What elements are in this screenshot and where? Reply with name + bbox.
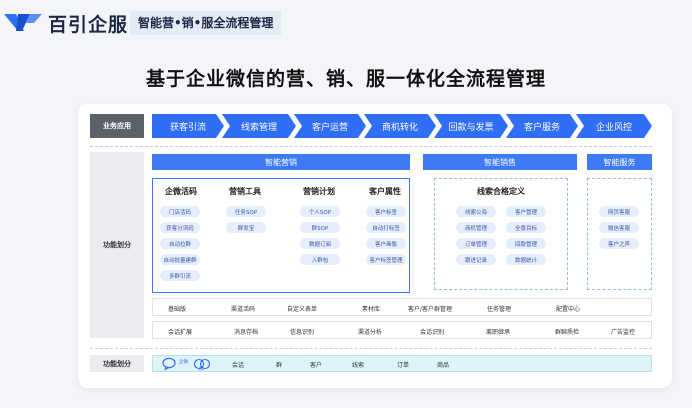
section-service: 智能服务 <box>587 154 652 170</box>
process-step[interactable]: 客户运营 <box>294 114 366 138</box>
feature-pill[interactable]: 入群包 <box>300 254 340 265</box>
column-title: 营销计划 <box>303 187 335 196</box>
feature-pill[interactable]: 客户之声 <box>599 238 639 249</box>
sales-group <box>434 178 568 290</box>
feature-pill[interactable]: 商机管理 <box>456 222 496 233</box>
feature-pill[interactable]: 线索公海 <box>456 206 496 217</box>
feature-pill[interactable]: 客户管理 <box>506 206 546 217</box>
process-step[interactable]: 获客引流 <box>152 114 224 138</box>
base-row-1 <box>152 298 652 316</box>
feature-pill[interactable]: 自动批量建群 <box>160 254 200 265</box>
feature-pill[interactable]: 群SOP <box>300 222 340 233</box>
base-item: 渠道分析 <box>358 329 383 336</box>
feature-pill[interactable]: 微信客服 <box>599 222 639 233</box>
base-item: 信息识别 <box>290 329 315 336</box>
base-item: 广告监控 <box>611 329 636 336</box>
section-marketing: 智能营销 <box>152 154 410 170</box>
chat-bubble-icon <box>162 357 176 370</box>
feature-pill[interactable]: 群发宝 <box>226 222 266 233</box>
feature-pill[interactable]: 多群引流 <box>160 270 200 281</box>
service-group <box>587 178 652 290</box>
feature-pill[interactable]: 个人SOP <box>300 206 340 217</box>
foundation-item: 群 <box>276 362 283 369</box>
feature-pill[interactable]: 数据统计 <box>506 254 546 265</box>
feature-pill[interactable]: 自动打标签 <box>366 222 406 233</box>
base-item: 会话扩展 <box>168 329 193 336</box>
base-item: 任务管理 <box>487 306 512 313</box>
process-step[interactable]: 商机转化 <box>364 114 436 138</box>
brand: 百引企服 <box>4 8 128 38</box>
feature-pill[interactable]: 全景目标 <box>506 222 546 233</box>
column-title: 企微活码 <box>165 187 197 196</box>
feature-pill[interactable]: 网页客服 <box>599 206 639 217</box>
feature-pill[interactable]: 任务SOP <box>226 206 266 217</box>
brand-name: 百引企服 <box>48 13 129 36</box>
process-step[interactable]: 回款与发票 <box>434 114 508 138</box>
icon-caption: 企微 <box>179 360 188 365</box>
row-label-function-split-bottom: 功能划分 <box>90 355 144 372</box>
column-title: 客户属性 <box>369 187 401 196</box>
base-item: 消息存档 <box>234 329 259 336</box>
base-item: 离职继承 <box>486 329 511 336</box>
foundation-item: 客户 <box>310 362 323 369</box>
process-step[interactable]: 企业风控 <box>576 114 652 138</box>
divider <box>90 146 652 147</box>
process-step[interactable]: 客户服务 <box>506 114 578 138</box>
feature-pill[interactable]: 客户标签 <box>366 206 406 217</box>
feature-pill[interactable]: 客户画像 <box>366 238 406 249</box>
section-sales: 智能销售 <box>423 154 577 170</box>
foundation-item: 线索 <box>352 362 365 369</box>
base-item: 配置中心 <box>556 306 581 313</box>
column-title: 线索合格定义 <box>477 187 525 196</box>
base-item: 客户/客户群管理 <box>408 306 453 313</box>
feature-pill[interactable]: 回款管理 <box>506 238 546 249</box>
base-item: 群聊质检 <box>555 329 580 336</box>
icon-caption: 群 <box>199 367 204 372</box>
feature-pill[interactable]: 客户标签管理 <box>366 254 406 265</box>
row-label-business-app: 业务应用 <box>90 114 144 138</box>
column-title: 营销工具 <box>229 187 261 196</box>
feature-pill[interactable]: 获客分流码 <box>160 222 200 233</box>
feature-pill[interactable]: 订单管理 <box>456 238 496 249</box>
foundation-item: 订单 <box>397 362 410 369</box>
brand-tagline: 智能营•销•服全流程管理 <box>130 11 282 35</box>
row-label-function-split: 功能划分 <box>90 152 144 338</box>
base-item: 自定义表单 <box>287 306 318 313</box>
foundation-item: 会话 <box>232 362 245 369</box>
feature-pill[interactable]: 自动拉群 <box>160 238 200 249</box>
group-chat-icon <box>193 358 211 370</box>
feature-pill[interactable]: 跟进记录 <box>456 254 496 265</box>
data-foundation-strip <box>152 355 652 372</box>
logo-icon <box>4 14 42 31</box>
page-title: 基于企业微信的营、销、服一体化全流程管理 <box>145 68 546 90</box>
marketing-group <box>152 178 410 293</box>
feature-pill[interactable]: 数据订阅 <box>300 238 340 249</box>
base-item: 基础版 <box>168 306 187 313</box>
process-step[interactable]: 线索管理 <box>222 114 296 138</box>
base-item: 会话识别 <box>420 329 445 336</box>
base-item: 素材库 <box>362 306 381 313</box>
process-chain: 获客引流 线索管理 客户运营 商机转化 回款与发票 客户服务 企业风控 <box>152 114 652 138</box>
base-item: 渠道活码 <box>231 306 256 313</box>
base-row-2 <box>152 321 652 339</box>
divider <box>90 348 652 349</box>
foundation-item: 商品 <box>437 362 450 369</box>
feature-pill[interactable]: 门店活码 <box>160 206 200 217</box>
